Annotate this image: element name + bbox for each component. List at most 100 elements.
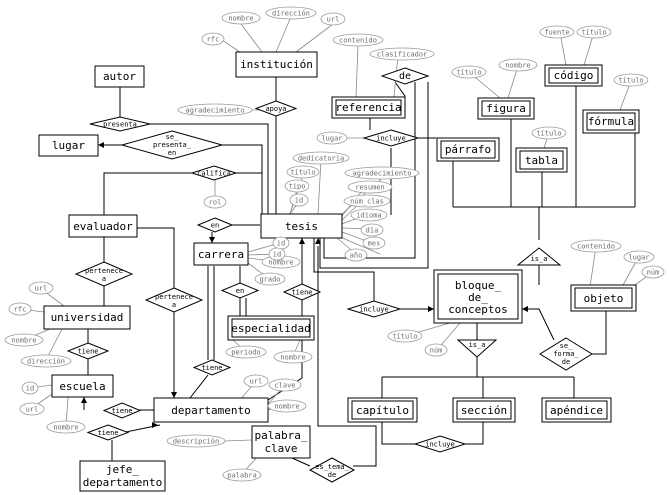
- entity-apendice-label: apéndice: [550, 404, 603, 417]
- entity-figura-label: figura: [486, 102, 526, 115]
- rel-incluye-referencia-label: incluye: [376, 135, 406, 143]
- svg-text:lugar: lugar: [628, 254, 649, 262]
- arrow-to-objeto: [522, 306, 528, 312]
- entity-tabla-label: tabla: [525, 154, 558, 167]
- rel-incluye-bottom: incluye: [413, 435, 467, 453]
- rel-pertenece-departamento: pertenece a: [144, 287, 204, 313]
- rel-se-forma-de: se_ forma_ de: [539, 337, 593, 371]
- entity-palabra-label-2: clave: [264, 442, 297, 455]
- svg-text:tipo: tipo: [289, 183, 306, 191]
- svg-text:url: url: [35, 285, 48, 293]
- entity-jefe-label-1: jefe_: [106, 463, 139, 476]
- svg-text:título: título: [536, 130, 561, 138]
- rel-presenta: presenta: [89, 116, 151, 132]
- attr-url-universidad: url: [28, 281, 54, 295]
- attr-dia: día: [360, 223, 384, 237]
- attr-titulo-tabla: título: [531, 126, 567, 140]
- rel-pertenece-departamento-label-1: pertenece: [155, 293, 193, 301]
- entity-capitulo-label: capítulo: [356, 404, 409, 417]
- svg-text:palabra: palabra: [227, 472, 257, 480]
- entity-carrera: carrera: [193, 242, 249, 266]
- svg-text:nombre: nombre: [268, 259, 293, 267]
- entity-bloque-label-3: conceptos: [448, 303, 508, 316]
- attr-contenido-objeto: contenido: [570, 239, 622, 253]
- rel-tiene-escuela: tiene: [102, 402, 142, 419]
- attr-url-departamento: url: [243, 374, 269, 388]
- svg-text:nombre: nombre: [505, 62, 530, 70]
- rel-tiene-carrera: tiene: [192, 359, 232, 376]
- attr-nombre-institucion: nombre: [221, 11, 261, 25]
- rel-incluye-referencia: incluye: [362, 129, 420, 147]
- rel-incluye-bloque-label: incluye: [359, 306, 389, 314]
- entity-bloque-de-conceptos: bloque_ de_ conceptos: [433, 269, 523, 324]
- svg-text:nombre: nombre: [280, 354, 305, 362]
- rel-se-forma-de-label-1: se_: [560, 342, 573, 350]
- rel-is-a-objeto-label: is_a: [531, 255, 548, 263]
- rel-en-carrera-label: en: [211, 222, 219, 230]
- svg-text:núm: núm: [430, 347, 443, 355]
- rel-presenta-label: presenta: [103, 121, 137, 129]
- svg-text:url: url: [327, 16, 340, 24]
- svg-text:fuente: fuente: [544, 29, 569, 37]
- arrowheads: [81, 142, 528, 428]
- entity-escuela-label: escuela: [59, 380, 105, 393]
- entity-tesis-label: tesis: [285, 220, 318, 233]
- arrow-to-lugar: [98, 142, 104, 148]
- rel-es-tema-de-label-2: de: [328, 471, 336, 479]
- entity-especialidad: especialidad: [227, 315, 315, 341]
- arrow-to-tesis-2: [315, 238, 321, 244]
- attr-lugar-referencia: lugar: [316, 131, 348, 145]
- svg-text:periodo: periodo: [231, 349, 261, 357]
- svg-text:id: id: [26, 385, 34, 393]
- rel-is-a-objeto: is_a: [516, 247, 562, 266]
- attr-idioma: idioma: [350, 208, 388, 222]
- attr-nombre-figura: nombre: [498, 58, 538, 72]
- attr-rfc-universidad: rfc: [8, 302, 32, 316]
- rel-se-forma-de-label-2: forma_: [553, 350, 579, 358]
- attr-clasificador-referencia: clasificador: [369, 47, 435, 61]
- entity-seccion: sección: [452, 397, 516, 423]
- svg-text:nombre: nombre: [274, 403, 299, 411]
- attr-mes: mes: [362, 236, 386, 250]
- attr-agradecimiento-tesis: agradecimiento: [344, 166, 420, 180]
- entity-escuela: escuela: [51, 374, 114, 398]
- attr-url-institucion: url: [320, 12, 346, 26]
- svg-text:id: id: [273, 251, 281, 259]
- svg-text:id: id: [277, 240, 285, 248]
- entity-palabra-label-1: palabra_: [255, 429, 308, 442]
- svg-text:día: día: [366, 227, 379, 235]
- svg-text:rol: rol: [209, 199, 222, 207]
- entity-carrera-label: carrera: [198, 248, 244, 261]
- attr-id-escuela: id: [21, 381, 39, 395]
- svg-text:nombre: nombre: [53, 424, 78, 432]
- attr-resumen: resumen: [347, 180, 393, 194]
- rel-califica-label: califica: [197, 170, 231, 178]
- attr-contenido-referencia: contenido: [332, 33, 384, 47]
- rel-se-forma-de-label-3: de: [562, 358, 570, 366]
- entity-parrafo-label: párrafo: [445, 143, 491, 156]
- attr-titulo-formula: título: [613, 73, 649, 87]
- attr-descripcion: descripción: [166, 434, 226, 448]
- svg-text:grado: grado: [259, 276, 280, 284]
- svg-text:clave: clave: [274, 382, 295, 390]
- svg-text:título: título: [290, 169, 315, 177]
- entity-especialidad-label: especialidad: [231, 322, 310, 335]
- entity-institucion-label: institución: [240, 58, 313, 71]
- svg-text:rfc: rfc: [14, 306, 27, 314]
- entity-lugar: lugar: [38, 134, 99, 157]
- entity-evaluador-label: evaluador: [73, 220, 133, 233]
- rel-apoya-label: apoya: [265, 105, 286, 113]
- attr-palabra: palabra: [222, 468, 262, 482]
- attr-id-carrera: id: [272, 236, 290, 250]
- entity-palabra-clave: palabra_ clave: [251, 425, 311, 459]
- attr-titulo-codigo: título: [576, 25, 612, 39]
- svg-text:dirección: dirección: [272, 10, 310, 18]
- rel-de-label: de: [399, 71, 411, 82]
- rel-es-tema-de: es_tema_ de: [308, 457, 356, 483]
- rel-pertenece-universidad-label-1: pertenece: [85, 267, 123, 275]
- entity-figura: figura: [477, 97, 535, 120]
- entity-universidad-label: universidad: [51, 311, 124, 324]
- svg-text:descripción: descripción: [173, 438, 219, 446]
- entity-bloque-label-2: de_: [468, 291, 488, 304]
